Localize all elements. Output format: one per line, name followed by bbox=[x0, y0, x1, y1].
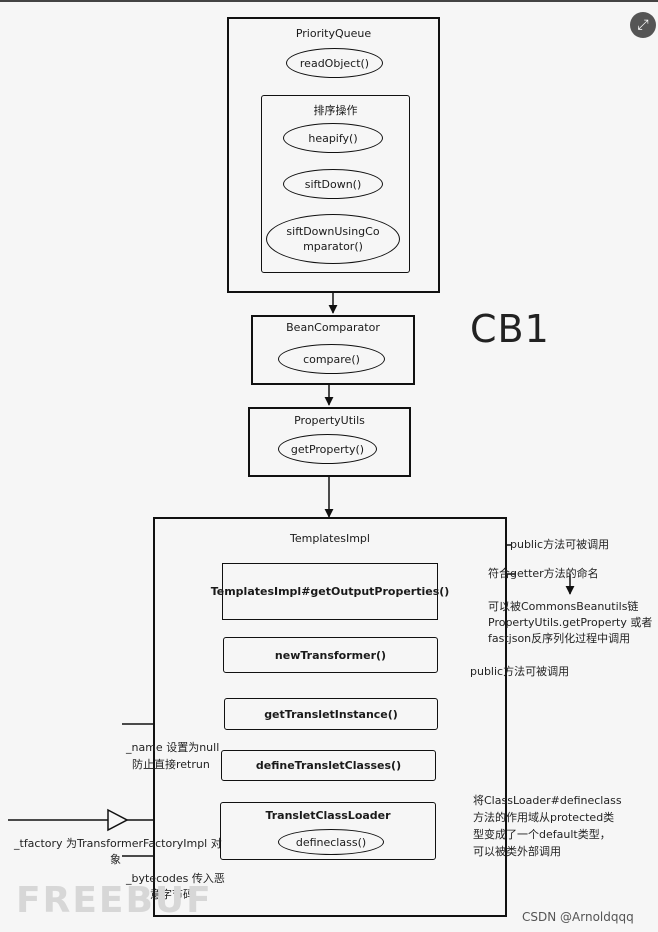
read-object-oval: readObject() bbox=[286, 48, 383, 78]
note-name-null-1: _name 设置为null bbox=[126, 741, 220, 754]
expand-icon[interactable]: ⤢ bbox=[630, 12, 656, 38]
priority-queue-title: PriorityQueue bbox=[295, 27, 372, 40]
note-cb-chain-3: fastjson反序列化过程中调用 bbox=[488, 632, 631, 645]
translet-class-loader-title: TransletClassLoader bbox=[265, 809, 391, 822]
note-classloader-3: 型变成了一个default类型， bbox=[473, 828, 611, 841]
sift-down-oval: siftDown() bbox=[283, 169, 383, 199]
property-utils-title: PropertyUtils bbox=[294, 414, 365, 427]
sift-down-cmp-line2: mparator() bbox=[303, 240, 363, 253]
bean-comparator-title: BeanComparator bbox=[286, 321, 380, 334]
sift-down-cmp-line1: siftDownUsingCo bbox=[286, 225, 380, 238]
get-output-properties-box: TemplatesImpl#getOutputProperties() bbox=[211, 563, 449, 620]
get-output-properties-label: TemplatesImpl#getOutputProperties() bbox=[210, 585, 450, 598]
note-tfactory-1: _tfactory 为TransformerFactoryImpl 对 bbox=[14, 837, 222, 850]
top-edge bbox=[0, 0, 658, 2]
csdn-credit: CSDN @Arnoldqqq bbox=[522, 910, 634, 924]
note-classloader-4: 可以被类外部调用 bbox=[473, 845, 561, 858]
translet-class-loader-box: TransletClassLoader defineclass() bbox=[220, 802, 436, 860]
bean-comparator-box: BeanComparator compare() bbox=[251, 315, 415, 385]
property-utils-box: PropertyUtils getProperty() bbox=[248, 407, 411, 477]
get-translet-instance-box: getTransletInstance() bbox=[224, 698, 438, 730]
chain-label: CB1 bbox=[470, 307, 550, 351]
note-getter-naming: 符合getter方法的命名 bbox=[488, 567, 599, 580]
defineclass-oval: defineclass() bbox=[278, 829, 384, 855]
compare-oval: compare() bbox=[278, 344, 385, 374]
note-cb-chain-1: 可以被CommonsBeanutils链 bbox=[488, 600, 639, 613]
note-public-callable-1: public方法可被调用 bbox=[510, 538, 610, 551]
sort-group-title: 排序操作 bbox=[313, 104, 358, 117]
triangle-tfactory-input bbox=[107, 808, 129, 832]
sort-group-box: 排序操作 heapify() siftDown() siftDownUsingC… bbox=[261, 95, 410, 273]
heapify-oval: heapify() bbox=[283, 123, 383, 153]
note-classloader-1: 将ClassLoader#defineclass bbox=[473, 794, 622, 807]
note-bytecodes-2: 意字节码 bbox=[150, 888, 194, 901]
templates-impl-title: TemplatesImpl bbox=[290, 532, 370, 545]
sift-down-using-comparator-oval: siftDownUsingCo mparator() bbox=[266, 214, 400, 264]
get-property-oval: getProperty() bbox=[278, 434, 377, 464]
note-public-callable-2: public方法可被调用 bbox=[470, 665, 570, 678]
priority-queue-box: PriorityQueue readObject() 排序操作 heapify(… bbox=[227, 17, 440, 293]
note-bytecodes-1: _bytecodes 传入恶 bbox=[126, 872, 225, 885]
note-tfactory-2: 象 bbox=[110, 853, 121, 866]
note-classloader-2: 方法的作用域从protected类 bbox=[473, 811, 615, 824]
new-transformer-box: newTransformer() bbox=[223, 637, 438, 673]
freebuf-watermark: FREEBUF bbox=[16, 880, 213, 921]
note-cb-chain-2: PropertyUtils.getProperty 或者 bbox=[488, 616, 653, 629]
define-translet-classes-box: defineTransletClasses() bbox=[221, 750, 436, 781]
note-name-null-2: 防止直接retrun bbox=[132, 758, 210, 771]
